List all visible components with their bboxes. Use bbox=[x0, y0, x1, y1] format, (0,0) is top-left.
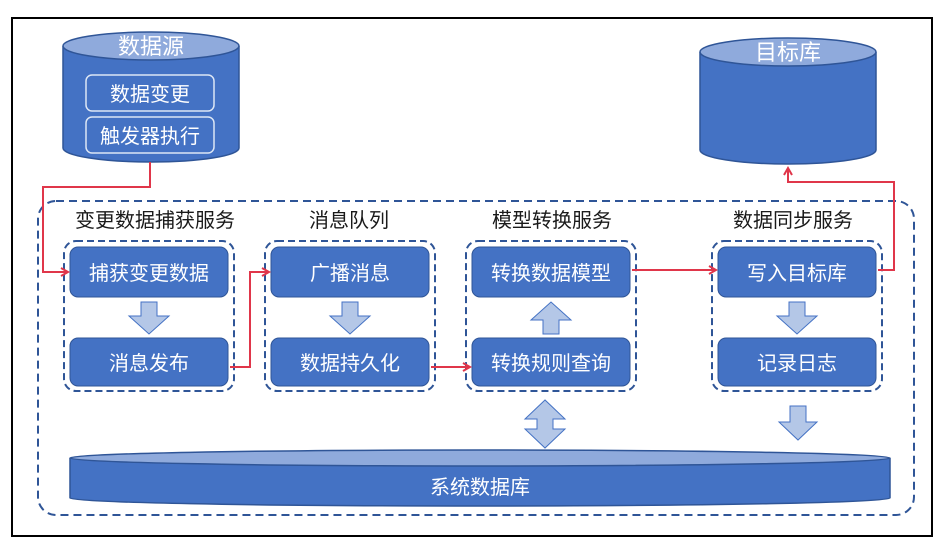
group-label-sync: 数据同步服务 bbox=[733, 208, 853, 232]
source-item-label: 数据变更 bbox=[110, 82, 190, 106]
system-database: 系统数据库 bbox=[69, 449, 891, 507]
step-publish-message: 消息发布 bbox=[69, 337, 229, 387]
source-database: 数据源 数据变更 触发器执行 bbox=[62, 31, 240, 163]
svg-text:转换规则查询: 转换规则查询 bbox=[491, 351, 611, 375]
svg-text:数据持久化: 数据持久化 bbox=[300, 351, 400, 375]
target-database: 目标库 bbox=[699, 37, 877, 165]
svg-text:转换数据模型: 转换数据模型 bbox=[491, 261, 611, 285]
group-box-mq bbox=[264, 240, 436, 392]
group-box-cdc bbox=[63, 240, 235, 392]
step-transform-model: 转换数据模型 bbox=[471, 246, 631, 298]
step-record-log: 记录日志 bbox=[717, 337, 877, 387]
arrow-down-icon bbox=[775, 301, 819, 335]
source-item-box bbox=[85, 116, 215, 154]
flow-arrow-publish-to-broadcast bbox=[230, 272, 269, 368]
services-container bbox=[37, 200, 915, 516]
group-label-mq: 消息队列 bbox=[309, 208, 389, 232]
source-db-title: 数据源 bbox=[118, 35, 184, 60]
group-box-transform bbox=[465, 240, 637, 392]
flow-arrow-write-to-target bbox=[788, 168, 895, 271]
group-label-transform: 模型转换服务 bbox=[492, 208, 612, 232]
source-item-label: 触发器执行 bbox=[100, 124, 200, 148]
flow-arrow-source-to-capture bbox=[42, 162, 151, 272]
svg-text:写入目标库: 写入目标库 bbox=[747, 261, 847, 285]
svg-text:广播消息: 广播消息 bbox=[310, 261, 390, 285]
group-label-cdc: 变更数据捕获服务 bbox=[75, 208, 235, 232]
arrow-down-icon bbox=[127, 301, 171, 335]
arrow-down-icon bbox=[328, 301, 372, 335]
source-item-box bbox=[85, 74, 215, 112]
svg-text:捕获变更数据: 捕获变更数据 bbox=[89, 261, 209, 285]
svg-text:记录日志: 记录日志 bbox=[757, 351, 837, 375]
arrow-up-icon bbox=[529, 301, 573, 335]
step-rule-query: 转换规则查询 bbox=[471, 337, 631, 387]
step-broadcast-message: 广播消息 bbox=[270, 246, 430, 298]
target-db-title: 目标库 bbox=[755, 41, 821, 66]
arrow-down-icon bbox=[777, 405, 819, 441]
step-persist-data: 数据持久化 bbox=[270, 337, 430, 387]
step-capture-changes: 捕获变更数据 bbox=[69, 246, 229, 298]
system-db-title: 系统数据库 bbox=[430, 475, 530, 499]
arrow-updown-icon bbox=[523, 399, 567, 449]
group-box-sync bbox=[711, 240, 883, 392]
svg-text:消息发布: 消息发布 bbox=[109, 351, 189, 375]
step-write-target: 写入目标库 bbox=[717, 246, 877, 298]
